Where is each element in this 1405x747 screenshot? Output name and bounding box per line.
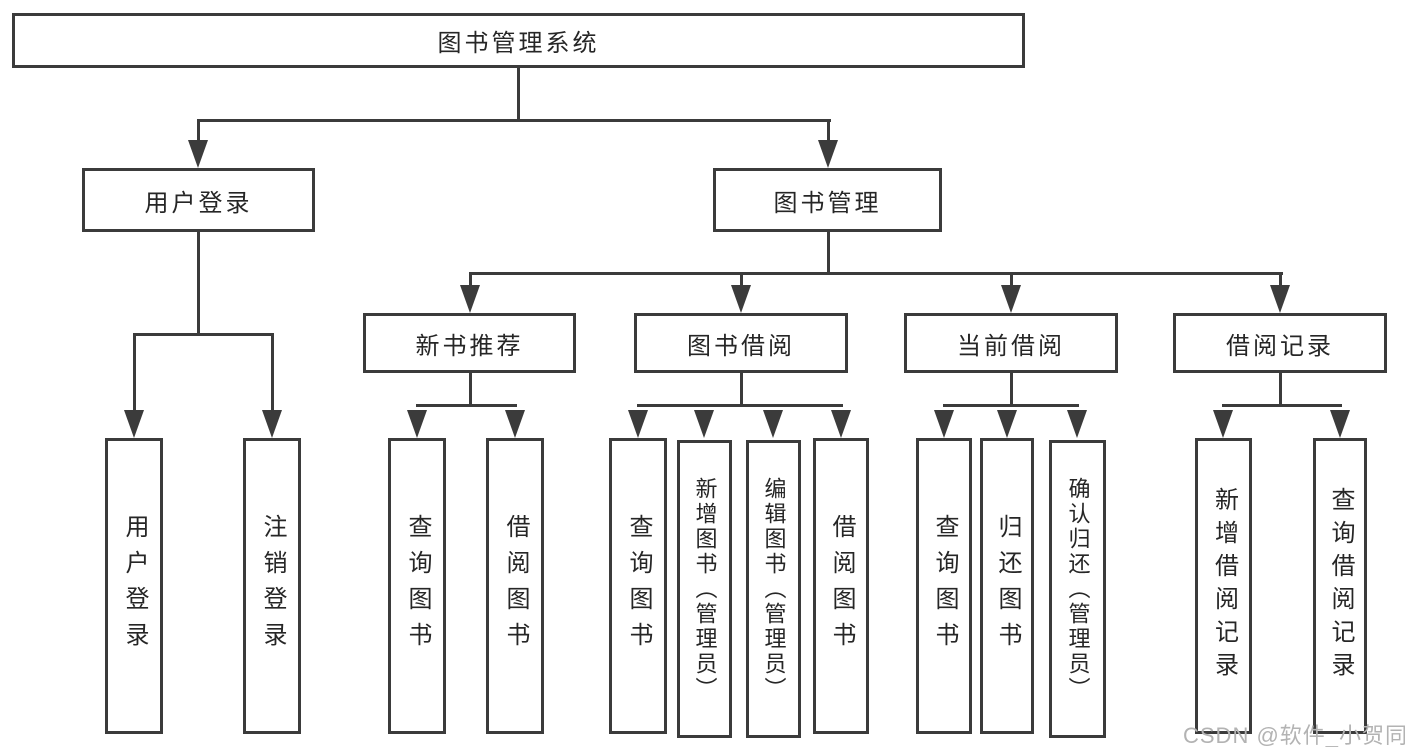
- arrow-down-icon: [831, 410, 851, 438]
- node-label: 查询图书: [931, 514, 958, 658]
- node-label: 图书管理: [773, 189, 882, 217]
- connector-line: [1279, 373, 1282, 407]
- node-book-management: 图书管理: [713, 168, 942, 232]
- node-label: 图书借阅: [687, 332, 795, 360]
- connector-line: [740, 373, 743, 407]
- arrow-down-icon: [934, 410, 954, 438]
- connector-line: [197, 119, 200, 144]
- node-user-login-leaf: 用户登录: [105, 438, 163, 734]
- node-query-books-borrow: 查询图书: [609, 438, 667, 734]
- node-label: 注销登录: [259, 514, 286, 658]
- node-label: 用户登录: [121, 514, 148, 658]
- connector-line: [1279, 272, 1282, 288]
- connector-line: [827, 232, 830, 275]
- connector-line: [1010, 272, 1013, 288]
- arrow-down-icon: [818, 140, 838, 168]
- connector-line: [133, 333, 136, 411]
- node-label: 当前借阅: [957, 332, 1065, 360]
- node-borrow-books-recommend: 借阅图书: [486, 438, 544, 734]
- connector-line: [416, 404, 517, 407]
- node-return-books: 归还图书: [980, 438, 1034, 734]
- connector-line: [943, 404, 1079, 407]
- csdn-watermark: CSDN @软件_小贺同学: [1183, 723, 1405, 747]
- node-add-borrow-record: 新增借阅记录: [1195, 438, 1252, 734]
- node-label: 查询借阅记录: [1327, 487, 1354, 685]
- connector-line: [271, 333, 274, 411]
- connector-line: [469, 373, 472, 407]
- arrow-down-icon: [1001, 285, 1021, 313]
- arrow-down-icon: [997, 410, 1017, 438]
- arrow-down-icon: [505, 410, 525, 438]
- arrow-down-icon: [763, 410, 783, 438]
- connector-line: [1010, 373, 1013, 407]
- node-user-login: 用户登录: [82, 168, 315, 232]
- node-current-borrowing: 当前借阅: [904, 313, 1118, 373]
- arrow-down-icon: [407, 410, 427, 438]
- arrow-down-icon: [188, 140, 208, 168]
- arrow-down-icon: [124, 410, 144, 438]
- node-label: 借阅图书: [502, 514, 529, 658]
- arrow-down-icon: [1330, 410, 1350, 438]
- connector-line: [517, 68, 520, 122]
- arrow-down-icon: [731, 285, 751, 313]
- node-borrow-records: 借阅记录: [1173, 313, 1387, 373]
- node-label: 新增图书（管理员）: [692, 476, 718, 702]
- node-label: 新增借阅记录: [1210, 487, 1238, 685]
- node-logout: 注销登录: [243, 438, 301, 734]
- node-confirm-return-admin: 确认归还（管理员）: [1049, 440, 1106, 738]
- connector-line: [133, 333, 274, 336]
- connector-line: [1222, 404, 1342, 407]
- connector-line: [197, 119, 831, 122]
- arrow-down-icon: [262, 410, 282, 438]
- node-add-books-admin: 新增图书（管理员）: [677, 440, 732, 738]
- node-label: 新书推荐: [415, 332, 524, 360]
- connector-line: [469, 272, 472, 288]
- connector-line: [740, 272, 743, 288]
- node-label: 归还图书: [994, 514, 1021, 658]
- arrow-down-icon: [1270, 285, 1290, 313]
- connector-line: [197, 232, 200, 336]
- arrow-down-icon: [1213, 410, 1233, 438]
- node-label: 图书管理系统: [437, 30, 600, 57]
- node-new-book-recommend: 新书推荐: [363, 313, 576, 373]
- node-library-management-system: 图书管理系统: [12, 13, 1025, 68]
- node-borrow-books: 借阅图书: [813, 438, 869, 734]
- node-query-books-recommend: 查询图书: [388, 438, 446, 734]
- connector-line: [827, 119, 830, 144]
- arrow-down-icon: [460, 285, 480, 313]
- connector-line: [469, 272, 1283, 275]
- connector-line: [637, 404, 843, 407]
- node-label: 编辑图书（管理员）: [761, 476, 787, 702]
- node-label: 确认归还（管理员）: [1065, 476, 1091, 702]
- arrow-down-icon: [628, 410, 648, 438]
- node-query-books-current: 查询图书: [916, 438, 972, 734]
- arrow-down-icon: [1067, 410, 1087, 438]
- node-label: 查询图书: [404, 514, 431, 658]
- node-query-borrow-record: 查询借阅记录: [1313, 438, 1367, 734]
- node-label: 查询图书: [625, 514, 652, 658]
- node-book-borrowing: 图书借阅: [634, 313, 848, 373]
- node-label: 用户登录: [144, 189, 253, 217]
- node-edit-books-admin: 编辑图书（管理员）: [746, 440, 801, 738]
- arrow-down-icon: [694, 410, 714, 438]
- node-label: 借阅记录: [1226, 332, 1334, 360]
- node-label: 借阅图书: [828, 514, 855, 658]
